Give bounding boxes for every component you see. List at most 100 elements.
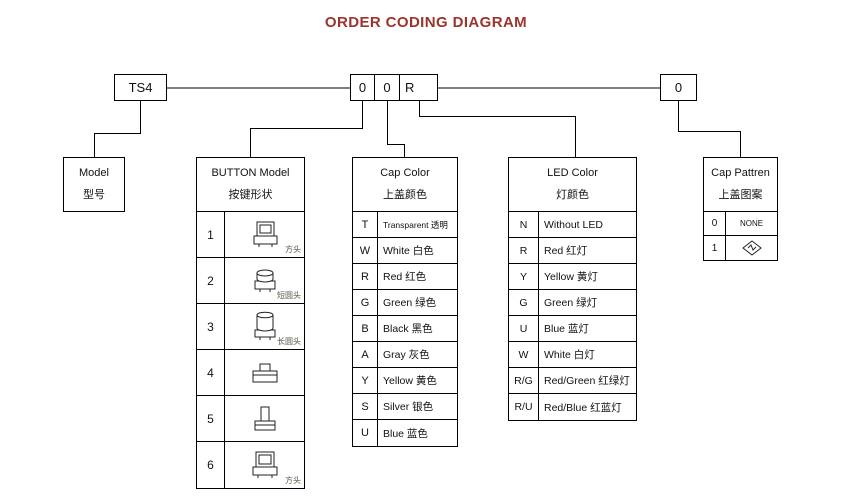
button-icon-cell: 方头 [225, 442, 304, 488]
led-color-row: R/G Red/Green 红绿灯 [509, 368, 636, 394]
cap-color-label: White 白色 [383, 245, 434, 257]
cap-color-row: Y Yellow 黄色 [353, 368, 457, 394]
cap-color-code: Y [353, 368, 378, 393]
led-color-code: R [509, 238, 539, 263]
led-color-code: W [509, 342, 539, 367]
led-color-code: U [509, 316, 539, 341]
button-number: 1 [197, 212, 225, 257]
button-icon-cell [225, 396, 304, 441]
cap-color-row: U Blue 蓝色 [353, 420, 457, 446]
cap-color-row: S Silver 银色 [353, 394, 457, 420]
button-caption: 短圆头 [277, 291, 301, 300]
led-color-label: Red 红灯 [544, 245, 588, 257]
cap-color-row: T Transparent 透明 [353, 212, 457, 238]
button-row-5: 5 [197, 396, 304, 442]
square-head-button-icon [247, 448, 283, 482]
cap-color-row: R Red 红色 [353, 264, 457, 290]
model-legend-box: Model 型号 [63, 157, 125, 212]
code-digit-boxes: 0 0 R [350, 74, 438, 101]
cap-color-label: Blue 蓝色 [383, 427, 428, 440]
diamond-arrow-pattern-icon [741, 240, 762, 256]
led-color-code: R/G [509, 368, 539, 393]
cap-color-code: S [353, 394, 378, 419]
button-model-table: BUTTON Model 按键形状 1 方头 2 [196, 157, 305, 489]
button-caption: 方头 [285, 245, 301, 254]
model-legend-en: Model [79, 167, 109, 179]
cap-color-code: U [353, 420, 378, 446]
led-color-code: G [509, 290, 539, 315]
button-row-2: 2 短圆头 [197, 258, 304, 304]
square-head-button-icon [248, 219, 282, 251]
led-color-row: W White 白灯 [509, 342, 636, 368]
led-color-row: N Without LED [509, 212, 636, 238]
button-number: 6 [197, 442, 225, 488]
cap-pattern-table: Cap Pattren 上盖图案 0 NONE 1 [703, 157, 778, 261]
cap-pattern-header-en: Cap Pattren [711, 167, 770, 179]
cap-color-header-zh: 上盖颜色 [383, 189, 427, 201]
flat-tact-switch-icon [248, 359, 282, 387]
cap-pattern-code: 0 [704, 212, 726, 235]
led-color-row: U Blue 蓝灯 [509, 316, 636, 342]
led-color-row: R Red 红灯 [509, 238, 636, 264]
button-row-6: 6 方头 [197, 442, 304, 488]
cap-pattern-row: 1 [704, 236, 777, 260]
led-color-code: Y [509, 264, 539, 289]
led-color-label: Blue 蓝灯 [544, 323, 589, 335]
button-row-4: 4 [197, 350, 304, 396]
cap-pattern-row: 0 NONE [704, 212, 777, 236]
cap-color-code: G [353, 290, 378, 315]
code-digit-3: R [400, 74, 438, 101]
cap-pattern-label: NONE [739, 219, 764, 228]
cap-color-code: B [353, 316, 378, 341]
button-icon-cell [225, 350, 304, 395]
led-color-label: Red/Blue 红蓝灯 [544, 401, 622, 414]
button-icon-cell: 短圆头 [225, 258, 304, 303]
cap-color-row: A Gray 灰色 [353, 342, 457, 368]
led-color-row: G Green 绿灯 [509, 290, 636, 316]
led-color-table: LED Color 灯颜色 N Without LED R Red 红灯 Y Y… [508, 157, 637, 421]
button-caption: 长圆头 [277, 337, 301, 346]
button-icon-cell: 方头 [225, 212, 304, 257]
cap-color-header: Cap Color 上盖颜色 [353, 158, 457, 212]
button-table-header-en: BUTTON Model [211, 167, 290, 179]
cap-pattern-code: 1 [704, 236, 726, 260]
page-title: ORDER CODING DIAGRAM [324, 14, 528, 31]
cap-color-row: B Black 黑色 [353, 316, 457, 342]
cap-color-code: A [353, 342, 378, 367]
led-color-code: N [509, 212, 539, 237]
cap-color-table: Cap Color 上盖颜色 T Transparent 透明 W White … [352, 157, 458, 447]
cap-color-row: W White 白色 [353, 238, 457, 264]
button-table-header-zh: 按键形状 [228, 189, 273, 201]
led-color-label: White 白灯 [544, 349, 595, 361]
cap-color-code: R [353, 264, 378, 289]
led-color-row: Y Yellow 黄灯 [509, 264, 636, 290]
cap-color-header-en: Cap Color [380, 167, 430, 179]
button-number: 5 [197, 396, 225, 441]
button-number: 4 [197, 350, 225, 395]
cap-color-label: Green 绿色 [383, 297, 437, 309]
button-row-3: 3 长圆头 [197, 304, 304, 350]
short-round-head-button-icon [248, 266, 282, 296]
tall-plunger-switch-icon [248, 404, 282, 434]
led-color-label: Yellow 黄灯 [544, 271, 598, 283]
cap-color-label: Red 红色 [383, 271, 427, 283]
cap-color-code: T [353, 212, 378, 237]
button-number: 3 [197, 304, 225, 349]
button-table-header: BUTTON Model 按键形状 [197, 158, 304, 212]
cap-pattern-header: Cap Pattren 上盖图案 [704, 158, 777, 212]
cap-color-label: Transparent 透明 [383, 219, 448, 230]
cap-pattern-header-zh: 上盖图案 [718, 189, 763, 201]
led-color-header-en: LED Color [547, 167, 598, 179]
cap-color-label: Gray 灰色 [383, 349, 430, 361]
button-icon-cell: 长圆头 [225, 304, 304, 349]
code-box-pattern: 0 [660, 74, 697, 101]
button-caption: 方头 [285, 476, 301, 485]
led-color-label: Without LED [544, 218, 603, 231]
led-color-label: Red/Green 红绿灯 [544, 375, 630, 387]
cap-color-label: Yellow 黄色 [383, 375, 437, 387]
code-box-model: TS4 [114, 74, 167, 101]
model-legend-zh: 型号 [83, 189, 105, 201]
cap-color-code: W [353, 238, 378, 263]
long-round-head-button-icon [248, 310, 282, 344]
